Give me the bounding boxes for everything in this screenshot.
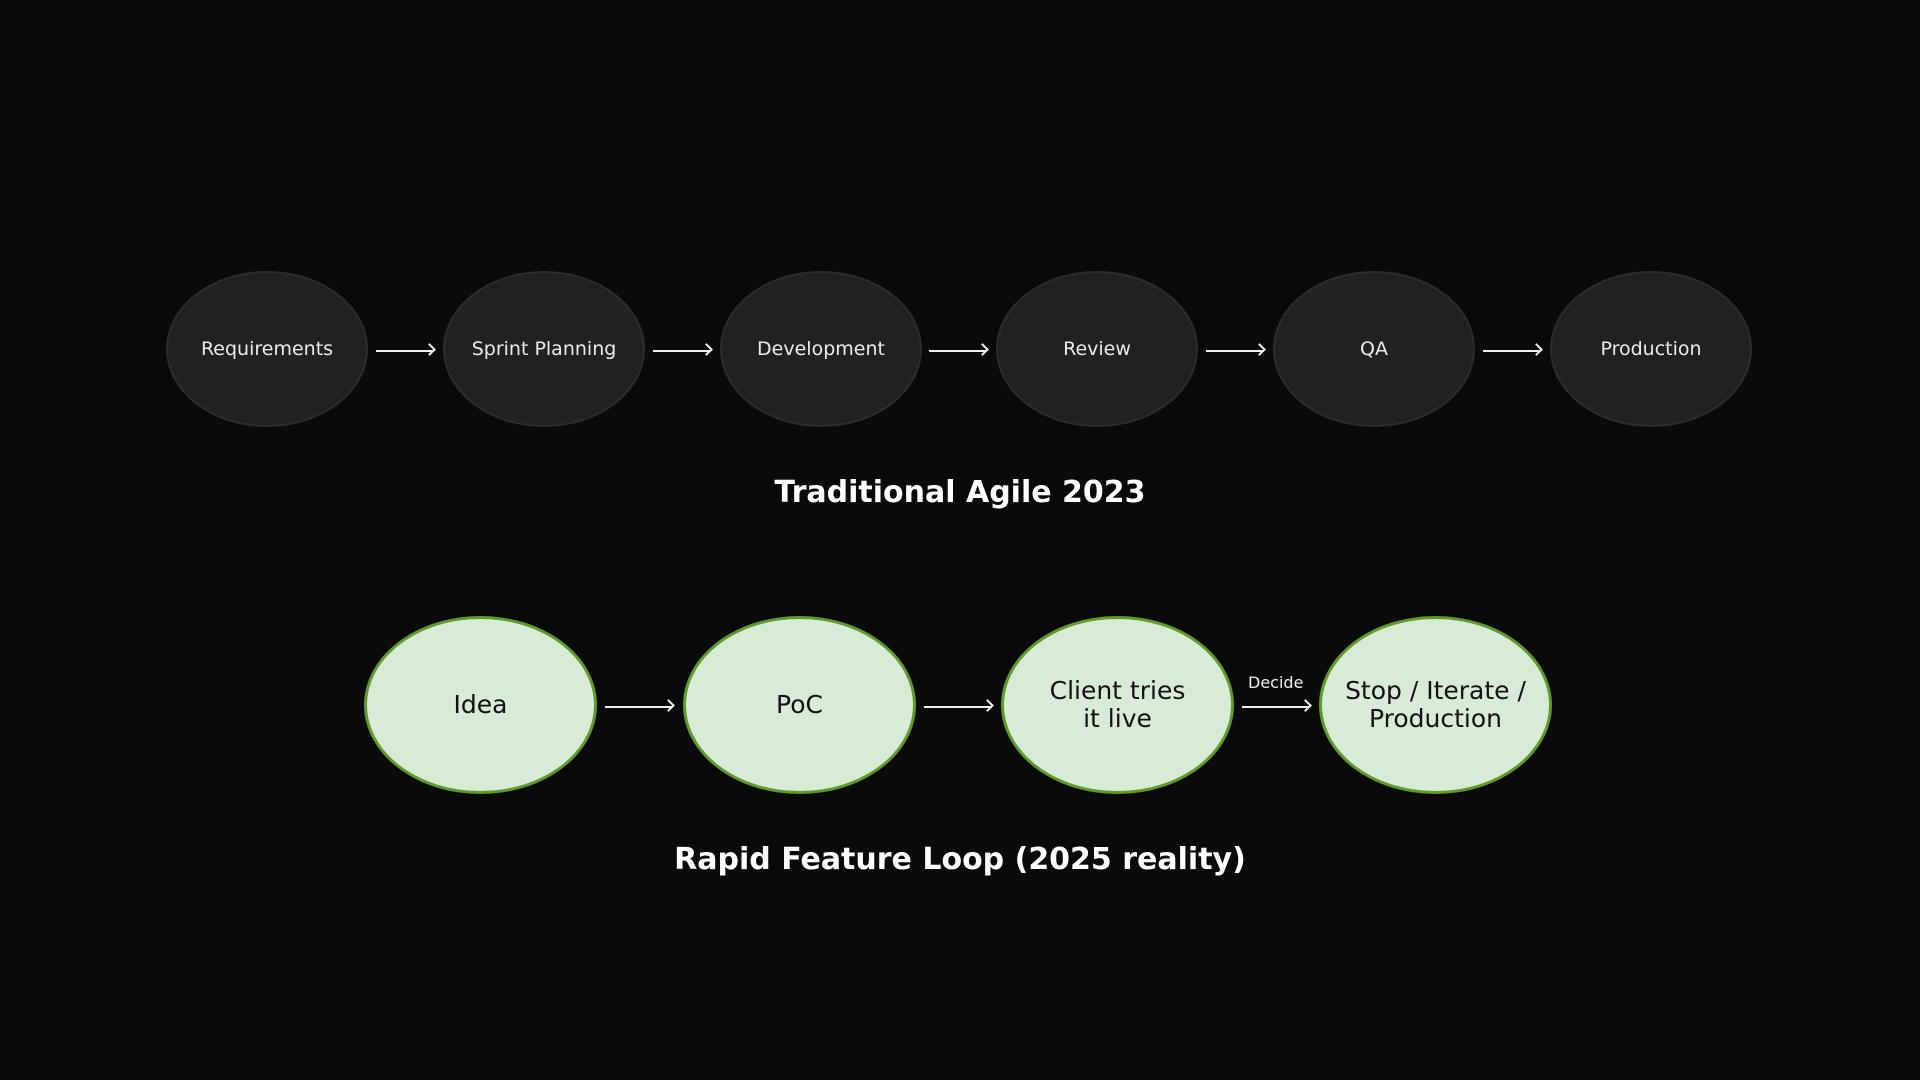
node-label: Development — [757, 338, 885, 360]
arrow-right-icon — [924, 706, 992, 708]
node-review: Review — [996, 271, 1198, 427]
node-label: Requirements — [200, 338, 334, 360]
node-label-line2: Production — [1368, 704, 1502, 733]
node-label: Sprint Planning — [471, 338, 617, 360]
node-label: Review — [1063, 338, 1131, 360]
node-label: PoC — [776, 690, 823, 719]
decide-edge-label: Decide — [1248, 673, 1304, 692]
node-label-line1: Stop / Iterate / — [1345, 676, 1526, 705]
node-stop-iterate-production: Stop / Iterate / Production — [1319, 616, 1552, 794]
node-development: Development — [720, 271, 922, 427]
arrow-right-icon — [376, 350, 434, 352]
arrow-right-icon — [929, 350, 987, 352]
node-qa: QA — [1273, 271, 1475, 427]
node-requirements: Requirements — [166, 271, 368, 427]
arrow-right-icon — [1483, 350, 1541, 352]
arrow-right-icon — [1206, 350, 1264, 352]
node-label: QA — [1360, 338, 1388, 360]
rapid-feature-loop-caption: Rapid Feature Loop (2025 reality) — [674, 842, 1246, 877]
arrow-right-icon — [1242, 706, 1310, 708]
node-client-tries-it-live: Client tries it live — [1001, 616, 1234, 794]
node-sprint-planning: Sprint Planning — [443, 271, 645, 427]
node-label: Production — [1600, 338, 1702, 360]
node-production: Production — [1550, 271, 1752, 427]
arrow-right-icon — [605, 706, 673, 708]
node-label-line2: it live — [1083, 704, 1152, 733]
node-label-line1: Client tries — [1049, 676, 1186, 705]
arrow-right-icon — [653, 350, 711, 352]
node-label: Idea — [453, 690, 508, 719]
node-idea: Idea — [364, 616, 597, 794]
traditional-agile-caption: Traditional Agile 2023 — [774, 475, 1146, 510]
node-poc: PoC — [683, 616, 916, 794]
